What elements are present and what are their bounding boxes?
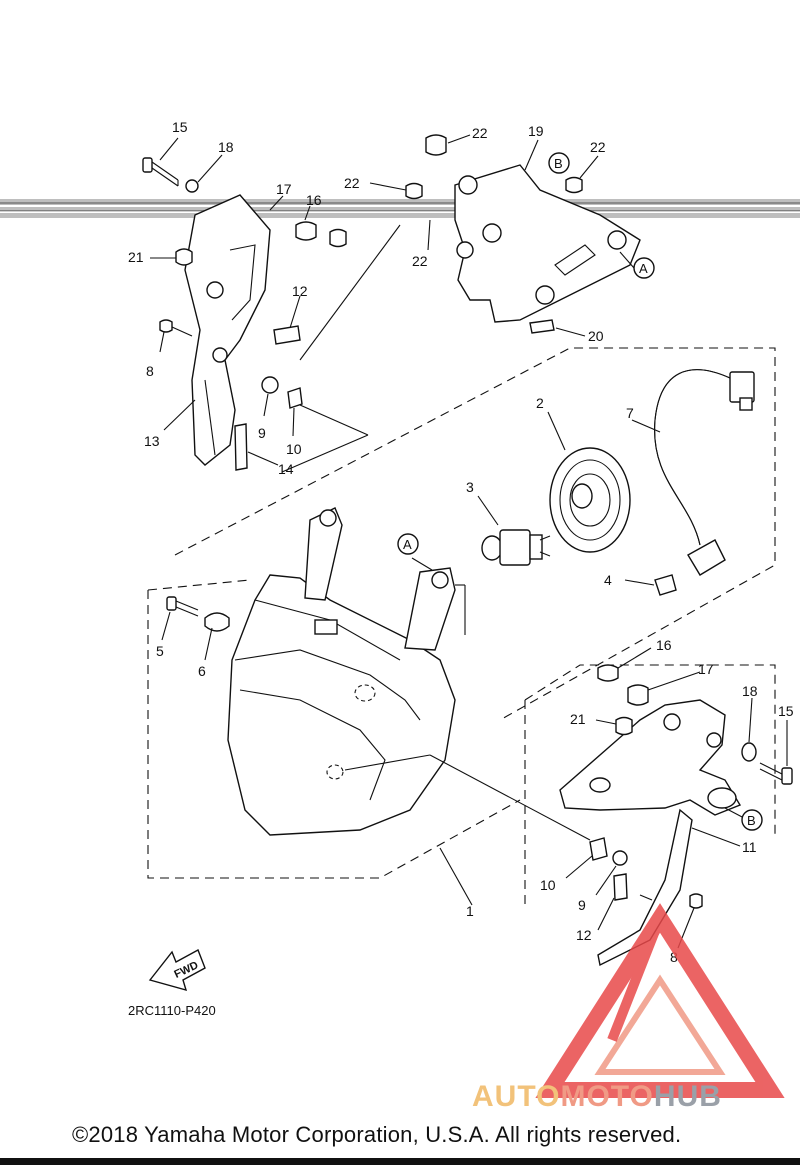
callout-12-bottom: 12: [576, 927, 592, 943]
callout-1: 1: [466, 903, 474, 919]
position-lamp-harness: [654, 369, 755, 576]
collar-21-bottom: [615, 716, 633, 736]
group-outline-stay-right: [524, 664, 776, 905]
callout-8-bottom: 8: [670, 949, 678, 965]
automotohub-logo-icon: [535, 903, 785, 1098]
left-headlight-stay: [184, 194, 271, 466]
callout-8-top: 8: [146, 363, 154, 379]
callout-12-top: 12: [292, 283, 308, 299]
fwd-arrow-icon: FWD: [148, 949, 206, 992]
callout-13: 13: [144, 433, 160, 449]
pad-20: [529, 319, 555, 334]
callout-16-bottom: 16: [656, 637, 672, 653]
bolt-8-top: [159, 319, 173, 333]
washer-9-top: [261, 376, 279, 394]
callout-11: 11: [742, 839, 757, 855]
nut-10-bottom: [589, 837, 608, 861]
copyright-notice: ©2018 Yamaha Motor Corporation, U.S.A. A…: [72, 1122, 682, 1147]
collar-22-a: [425, 134, 447, 156]
collar-17-bottom: [627, 684, 649, 706]
watermark-text: AUTOMOTOHUB: [472, 1080, 722, 1114]
callout-20: 20: [588, 328, 604, 344]
callout-3: 3: [466, 479, 474, 495]
headlight-body: [227, 507, 456, 836]
pad-12-top: [273, 325, 301, 345]
bolt-15-bottom: [759, 762, 793, 785]
collar-22-c: [565, 176, 583, 194]
group-outline-headlight: [147, 347, 776, 879]
grommet-16-top: [295, 221, 317, 241]
washer-9-bottom: [612, 850, 628, 866]
watermark-part-hub: HUB: [653, 1080, 722, 1113]
callout-5: 5: [156, 643, 164, 659]
callout-18-top: 18: [218, 139, 234, 155]
callout-labels: 15 18 17 16 21 12 8 9 10 13 14 22 22 22 …: [128, 119, 794, 965]
washer-18-bottom: [741, 742, 757, 762]
position-bulb: [654, 574, 677, 596]
ref-a-lower: A: [403, 537, 412, 552]
callout-4: 4: [604, 572, 612, 588]
nut-10-top: [287, 387, 303, 409]
callout-18-bottom: 18: [742, 683, 758, 699]
ref-b-top: B: [554, 156, 563, 171]
callout-22-a: 22: [472, 125, 488, 141]
callout-19: 19: [528, 123, 544, 139]
grommet-16-bottom: [597, 664, 619, 682]
collar-22-b: [405, 182, 423, 200]
callout-17-bottom: 17: [698, 661, 714, 677]
callout-21-bottom: 21: [570, 711, 586, 727]
ref-b-lower: B: [747, 813, 756, 828]
callout-16-top: 16: [306, 192, 322, 208]
callout-17-top: 17: [276, 181, 292, 197]
callout-2: 2: [536, 395, 544, 411]
diagram-code: 2RC1110-P420: [128, 1003, 216, 1018]
callout-15-top: 15: [172, 119, 188, 135]
callout-9-bottom: 9: [578, 897, 586, 913]
callout-7: 7: [626, 405, 634, 421]
watermark-part-auto: AUTO: [472, 1080, 561, 1113]
bolt-8-bottom: [689, 893, 703, 909]
scan-noise-band: [0, 199, 800, 218]
callout-10-bottom: 10: [540, 877, 556, 893]
clip-6: [204, 612, 230, 632]
ref-a-top: A: [639, 261, 648, 276]
callout-15-bottom: 15: [778, 703, 794, 719]
collar-17-top: [329, 228, 347, 248]
bulb-socket-cover: [549, 447, 631, 553]
callout-22-b: 22: [344, 175, 360, 191]
headlight-bulb: [481, 529, 551, 566]
callout-22-d: 22: [412, 253, 428, 269]
callout-22-c: 22: [590, 139, 606, 155]
callout-14: 14: [278, 461, 294, 477]
headlight-bracket-19: [454, 164, 641, 323]
callout-6: 6: [198, 663, 206, 679]
pad-14: [234, 423, 248, 471]
washer-18-top: [185, 179, 199, 193]
bolt-5: [166, 596, 199, 617]
callout-10-top: 10: [286, 441, 302, 457]
bolt-15-top: [142, 157, 179, 187]
collar-21-top: [175, 248, 193, 266]
reference-marks: B A A B: [397, 152, 763, 831]
pad-12-bottom: [613, 873, 628, 901]
bottom-border: [0, 1158, 800, 1165]
leader-lines: [150, 134, 788, 949]
watermark-part-moto: MOTO: [560, 1080, 654, 1113]
callout-9-top: 9: [258, 425, 266, 441]
callout-21-top: 21: [128, 249, 144, 265]
